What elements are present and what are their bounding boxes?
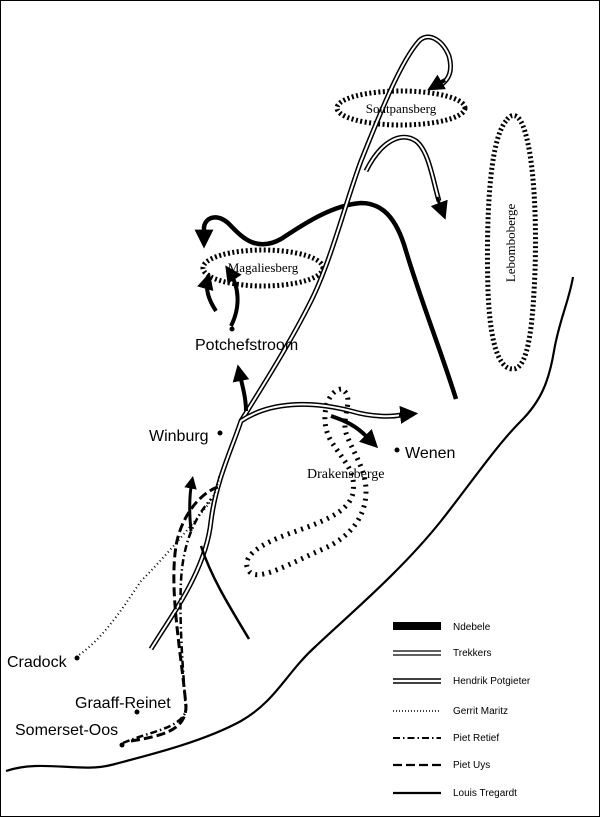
label-somerset-oos: Somerset-Oos: [15, 722, 118, 739]
route-arrow-north: [184, 476, 197, 532]
legend-label-maritz: Gerrit Maritz: [453, 706, 508, 717]
label-wenen: Wenen: [405, 445, 455, 462]
route-potchefstroom-trunk: [232, 364, 250, 412]
label-lebomboberge: Lebomboberge: [503, 204, 518, 283]
drakensberg-mountains: [244, 386, 369, 578]
route-solid-south: [199, 545, 251, 640]
route-trekkers-east: [239, 402, 402, 424]
lebombo-mountains: [484, 113, 538, 372]
legend-label-ndebele: Ndebele: [453, 622, 491, 633]
legend-label-uys: Piet Uys: [453, 760, 490, 771]
dot-somerset-oos: [119, 742, 125, 748]
label-drakensberge: Drakensberge: [307, 467, 385, 482]
dot-wenen: [394, 447, 400, 453]
legend-swatch-ndebele: [393, 622, 441, 630]
route-tregardt-spur: [225, 265, 242, 327]
legend-label-potgieter: Hendrik Potgieter: [453, 676, 531, 687]
route-retief: [122, 498, 212, 745]
soutpansberg-mountains: [334, 88, 468, 128]
dot-potchefstroom: [229, 326, 235, 332]
route-uys: [130, 484, 222, 743]
route-tregardt-spur-2: [197, 272, 218, 313]
coastline: [5, 276, 575, 773]
label-graaff-reinet: Graaff-Reinet: [75, 695, 171, 712]
legend-label-tregardt: Louis Tregardt: [453, 788, 517, 799]
dot-winburg: [217, 430, 223, 436]
label-potchefstroom: Potchefstroom: [195, 337, 298, 354]
label-soutpansberg: Soutpansberg: [366, 101, 437, 116]
route-maritz: [75, 475, 220, 658]
route-potgieter-branch: [363, 134, 442, 202]
label-magaliesberg: Magaliesberg: [228, 260, 299, 275]
legend-swatch-trekkers: [393, 650, 441, 656]
dot-graaff-reinet: [134, 709, 140, 715]
route-tregardt-north: [194, 200, 459, 400]
label-winburg: Winburg: [149, 428, 209, 445]
legend-label-trekkers: Trekkers: [453, 648, 492, 659]
label-cradock: Cradock: [7, 654, 68, 671]
legend-swatch-potgieter: [393, 678, 441, 684]
legend: Ndebele Trekkers Hendrik Potgieter Gerri…: [393, 622, 531, 799]
dot-cradock: [74, 655, 80, 661]
legend-label-retief: Piet Retief: [453, 733, 499, 744]
